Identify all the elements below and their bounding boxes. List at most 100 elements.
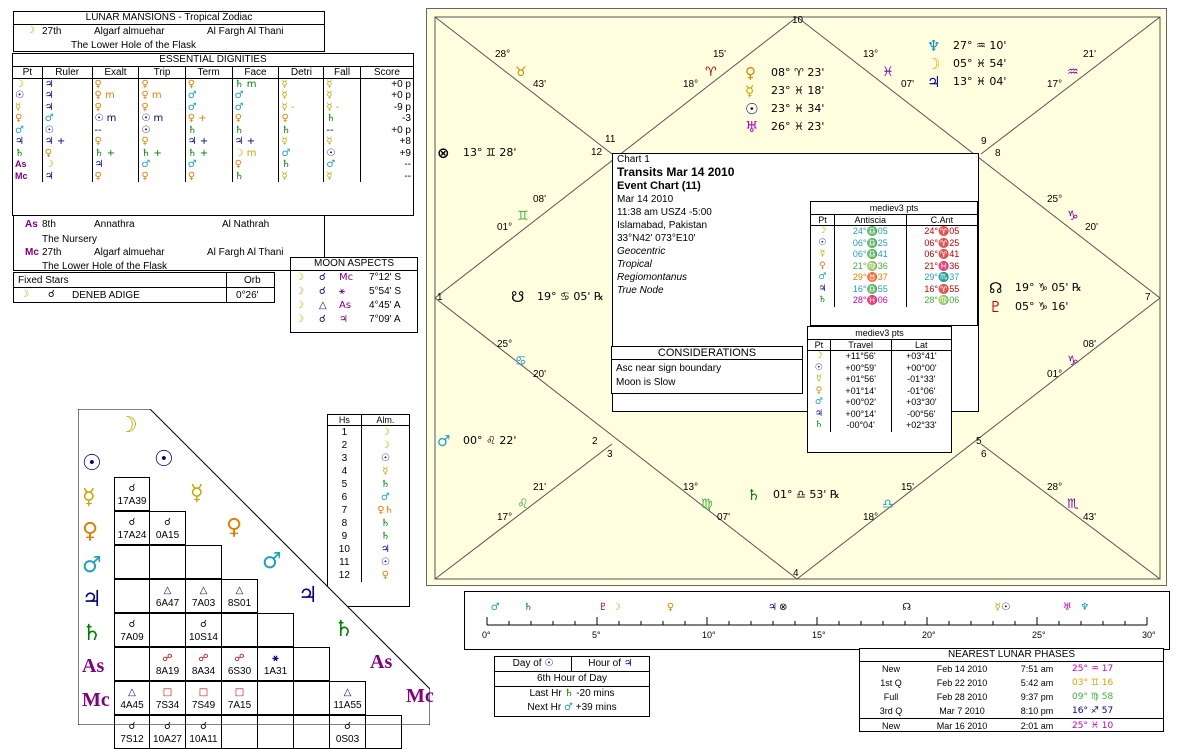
- almuten-planet: ☉: [380, 556, 390, 568]
- as-mansion-arabic: Al Nathrah: [222, 219, 270, 230]
- house-number: 3: [328, 452, 362, 465]
- aspect-cell: ☌17A39: [114, 477, 150, 511]
- ruler-tick-label: 5°: [592, 630, 601, 640]
- antiscia-cell: ☽: [811, 225, 835, 238]
- antiscia-cell: 24°♈05: [924, 226, 960, 236]
- consideration-line: Asc near sign boundary: [616, 363, 722, 374]
- dignity-cell: ☉ m: [92, 113, 140, 125]
- phase-position: 25° ♒ 17: [1072, 664, 1114, 674]
- travel-cell: +01°56': [830, 374, 892, 386]
- travel-cell: +00°59': [830, 362, 892, 374]
- hour-of-label: Hour of: [588, 658, 622, 669]
- dignity-cell: ♃: [13, 136, 43, 148]
- dignity-cell: ☉: [323, 147, 361, 159]
- antiscia-cell: ☿: [811, 249, 835, 261]
- phase-name: 3rd Q: [879, 706, 903, 716]
- dignity-cell: ♄: [185, 124, 233, 136]
- aspect-cell: [366, 715, 402, 749]
- phase-date: Feb 28 2010: [936, 692, 988, 702]
- travel-header: Lat: [891, 340, 951, 351]
- dignity-cell: ☿: [13, 101, 43, 113]
- antiscia-cell: 16°♎55: [834, 283, 907, 295]
- house-number: 1: [328, 425, 362, 439]
- dignity-cell: Mc: [13, 170, 43, 182]
- dignity-header: Pt: [13, 67, 43, 79]
- star-orb: 0°26': [236, 290, 259, 301]
- travel-cell: -00°04': [830, 420, 892, 432]
- dignity-cell: --: [404, 159, 411, 171]
- almuten-planet: ♀♄: [377, 504, 394, 516]
- mansion-desc: The Lower Hole of the Flask: [71, 40, 197, 51]
- antiscia-cell: ♄: [811, 295, 835, 307]
- ruler-planet-icon: ☽: [611, 602, 621, 613]
- almuten-row: 9♄: [328, 530, 409, 543]
- grid-planet-icon: ☿: [190, 481, 204, 506]
- dignity-cell: ☿ -: [278, 101, 325, 113]
- dignity-header: Fall: [323, 67, 361, 79]
- almuten-row: 6♂: [328, 491, 409, 504]
- phase-time: 5:42 am: [1020, 678, 1054, 688]
- chart-geocentric: Geocentric: [617, 246, 666, 257]
- cusp-degree: 28°: [1047, 482, 1063, 493]
- ruler-planet-icon: ☉: [1001, 602, 1011, 613]
- dignity-cell: ♀: [92, 170, 140, 182]
- cusp-minute: 17°: [1047, 79, 1063, 90]
- planet-icon: ♆: [927, 37, 941, 55]
- almuten-planet: ♀: [381, 569, 389, 581]
- moon-icon: ☽: [26, 25, 35, 36]
- almuten-row: 8♄: [328, 517, 409, 530]
- dignity-row: ♂☉--☉♄♄♄--+0 p: [13, 124, 413, 136]
- dignity-cell: ♀ +: [185, 113, 233, 125]
- phase-position: 03° ♊ 16: [1072, 678, 1114, 688]
- aspect-target: ⚹: [339, 286, 345, 297]
- aspect-cell: □7S49: [186, 681, 222, 715]
- grid-planet-icon: ☉: [154, 447, 174, 472]
- cusp-degree: 08': [533, 194, 547, 205]
- dignity-cell: ♂: [42, 113, 93, 125]
- aspect-icon: ☌: [319, 314, 326, 325]
- planet-icon: ♅: [745, 118, 759, 136]
- dignity-cell: ♄ +: [138, 147, 186, 159]
- travel-row: ☽+11°56'+03°41': [808, 350, 951, 363]
- dignity-cell: ♂: [185, 90, 233, 102]
- dignity-cell: ♂: [13, 124, 43, 136]
- aspect-cell: △8S01: [222, 579, 258, 613]
- almuten-planet: ☉: [380, 452, 390, 464]
- ruler-planet-icon: ♆: [1080, 602, 1090, 613]
- dignity-row: ♀♂☉ m☉ m♀ +♀♀♄-3: [13, 113, 413, 125]
- travel-cell: +00°00': [905, 362, 937, 373]
- zodiac-sign-icon: ♋: [515, 354, 527, 369]
- dignity-cell: -9 p: [393, 101, 411, 113]
- dignity-cell: ♀: [138, 78, 186, 90]
- hour-of-day: 6th Hour of Day: [495, 672, 649, 687]
- grid-planet-icon: ♂: [262, 549, 282, 574]
- planet-position: 13° ♊ 28': [463, 146, 517, 159]
- cusp-degree: 21': [1083, 49, 1097, 60]
- almuten-planet: ♄: [380, 478, 390, 490]
- fixed-stars-title: Fixed Stars: [18, 275, 69, 286]
- dignity-cell: ♀ m: [138, 90, 186, 102]
- moon-icon: ☽: [295, 300, 304, 311]
- planet-position: 23° ♓ 18': [771, 84, 825, 97]
- dignity-cell: ♂: [232, 101, 280, 113]
- almuten-planet: ☽: [380, 439, 390, 451]
- aspect-cell: ☌17A24: [114, 511, 150, 545]
- considerations-panel: CONSIDERATIONS Asc near sign boundary Mo…: [611, 346, 803, 394]
- phase-date: Feb 14 2010: [936, 664, 988, 674]
- chart-coords: 33°N42' 073°E10': [617, 233, 696, 244]
- cusp-minute: 20': [1085, 222, 1099, 233]
- cusp-degree: 25°: [497, 339, 513, 350]
- dignity-cell: ♀: [92, 78, 140, 90]
- travel-cell: ☽: [808, 350, 831, 363]
- chart-node-type: True Node: [617, 285, 664, 296]
- almuten-row: 11☉: [328, 556, 409, 569]
- dignity-cell: -3: [402, 113, 411, 125]
- cusp-minute: 17°: [497, 512, 513, 523]
- planet-icon: ♇: [989, 298, 1003, 316]
- planet-icon: ☽: [927, 55, 941, 73]
- antiscia-cell: 29°♏37: [924, 272, 960, 282]
- phase-name: New: [881, 721, 900, 731]
- dignity-cell: ♃: [42, 90, 93, 102]
